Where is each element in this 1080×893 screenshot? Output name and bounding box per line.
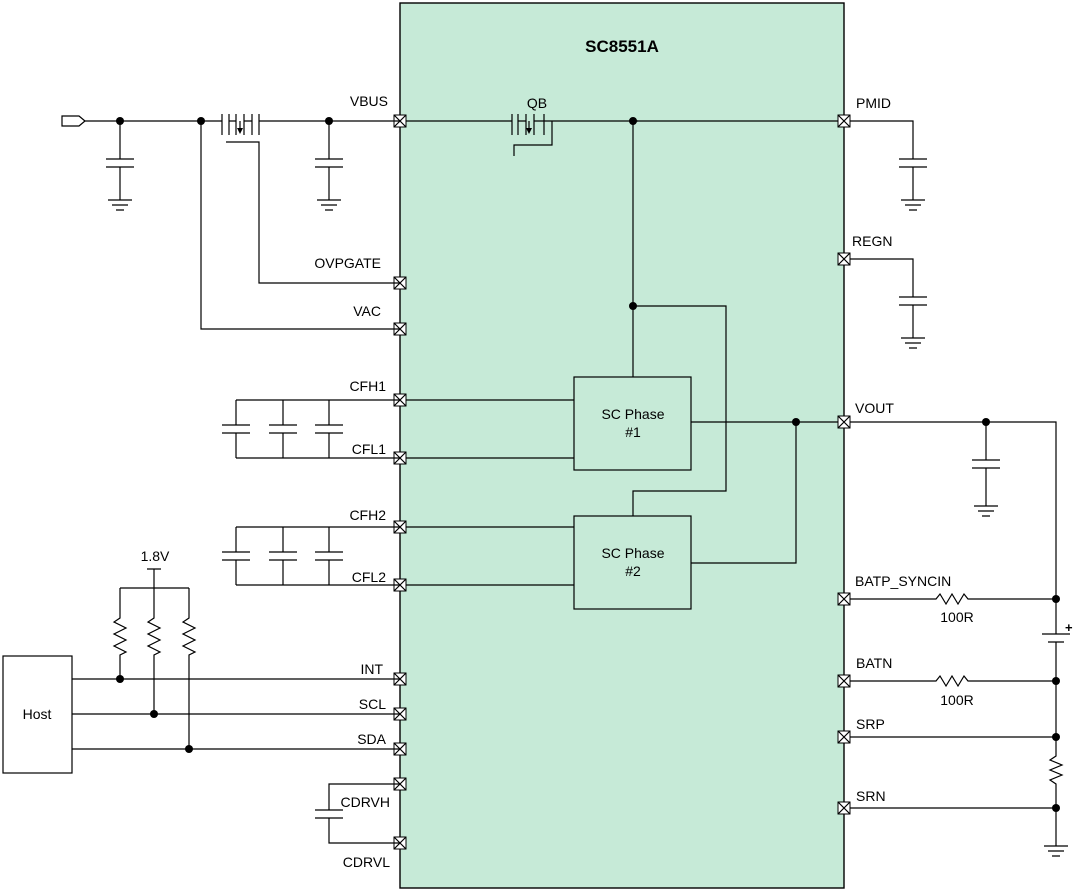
host-block <box>2 655 73 774</box>
label-sda: SDA <box>357 731 386 747</box>
input-connector <box>61 115 86 127</box>
label-srp: SRP <box>856 716 885 732</box>
wire-pmid-to-phase2 <box>632 305 727 516</box>
sc-phase-1-block <box>573 376 692 471</box>
label-cfl1: CFL1 <box>352 441 386 457</box>
batp-resistor-label: 100R <box>940 609 973 625</box>
label-cdrvl: CDRVL <box>343 854 390 870</box>
pmid-capacitor <box>850 120 927 211</box>
sc-phase-1-number: #1 <box>625 424 641 440</box>
label-cdrvh: CDRVH <box>340 794 390 810</box>
battery <box>1042 599 1070 681</box>
batn-resistor <box>850 674 1056 688</box>
label-vac: VAC <box>353 303 381 319</box>
flying-capacitors-2 <box>222 526 400 586</box>
label-vbus: VBUS <box>350 93 388 109</box>
chip-title: SC8551A <box>585 37 659 56</box>
batn-resistor-label: 100R <box>940 692 973 708</box>
vout-capacitor <box>972 422 1000 517</box>
sc-phase-2-label: SC Phase <box>601 545 664 561</box>
label-regn: REGN <box>852 233 892 249</box>
label-pmid: PMID <box>856 95 891 111</box>
pin-batn <box>837 674 851 688</box>
label-cfh2: CFH2 <box>349 507 386 523</box>
sense-resistor <box>1048 737 1064 808</box>
wire-vout <box>850 421 1057 599</box>
qb-label: QB <box>527 95 547 111</box>
sc-phase-1-label: SC Phase <box>601 406 664 422</box>
pullup-resistors <box>112 568 197 749</box>
label-batp-syncin: BATP_SYNCIN <box>855 573 951 589</box>
pin-pmid <box>837 114 851 128</box>
battery-plus-label: + <box>1065 620 1073 635</box>
sc-phase-2-number: #2 <box>625 563 641 579</box>
label-srn: SRN <box>856 788 886 804</box>
cdrv-capacitor <box>315 783 400 844</box>
vbus-capacitor <box>315 121 343 211</box>
regn-capacitor <box>850 258 927 349</box>
srn-ground <box>1044 808 1068 857</box>
label-batn: BATN <box>856 655 892 671</box>
pin-srp <box>837 730 851 744</box>
qb-mosfet <box>406 114 638 156</box>
label-ovpgate: OVPGATE <box>314 255 381 271</box>
wire-phase2-to-vout <box>691 422 797 564</box>
wire-vac <box>200 121 400 330</box>
pin-vout <box>837 415 851 429</box>
flying-capacitors-1 <box>222 399 400 459</box>
label-vout: VOUT <box>855 400 894 416</box>
label-scl: SCL <box>359 696 386 712</box>
pullup-voltage-label: 1.8V <box>141 548 170 564</box>
label-cfh1: CFH1 <box>349 378 386 394</box>
input-capacitor <box>106 121 134 211</box>
label-cfl2: CFL2 <box>352 569 386 585</box>
batp-resistor <box>850 592 1056 606</box>
pin-batp-syncin <box>837 592 851 606</box>
pin-srn <box>837 801 851 815</box>
host-label: Host <box>23 706 52 722</box>
label-int: INT <box>360 661 383 677</box>
pin-regn <box>837 252 851 266</box>
